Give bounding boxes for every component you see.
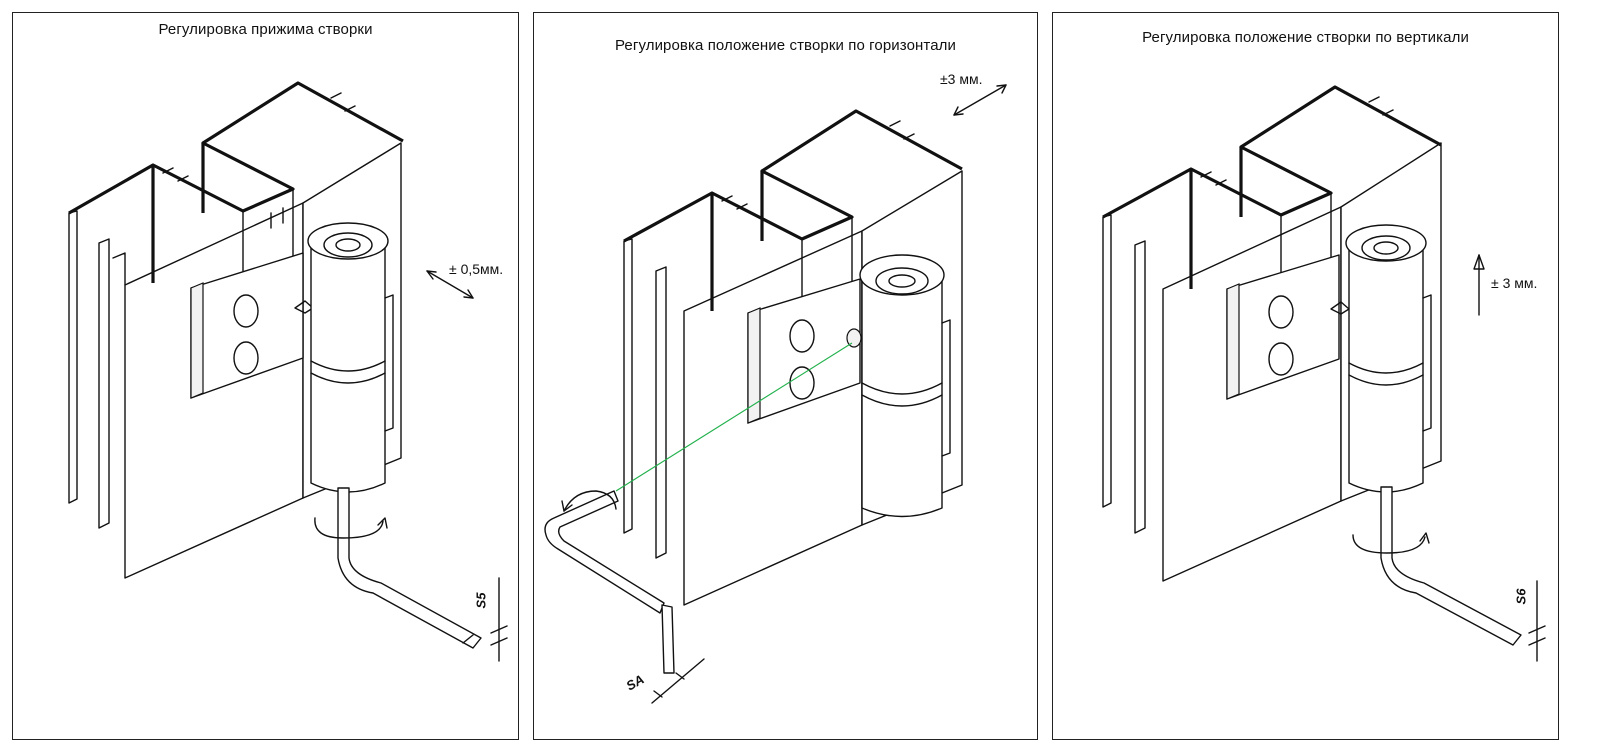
panel-title: Регулировка положение створки по горизон… <box>614 37 956 54</box>
dimension-label: ± 0,5мм. <box>449 261 504 277</box>
hex-key-icon <box>1380 486 1522 646</box>
panel-vertical: Регулировка положение створки по вертика… <box>1052 12 1559 740</box>
panel-horizontal: Регулировка положение створки по горизон… <box>533 12 1038 740</box>
hinge-drawing <box>68 81 508 662</box>
hinge-icon <box>1226 224 1432 493</box>
panel-title: Регулировка положение створки по вертика… <box>1142 29 1469 46</box>
rotation-arrow-icon <box>314 517 388 539</box>
hex-key-icon <box>544 490 675 674</box>
hinge-icon <box>747 254 951 518</box>
up-arrow-icon <box>1473 254 1485 316</box>
hinge-drawing <box>544 84 1007 704</box>
hinge-drawing <box>1102 85 1546 662</box>
panel-title: Регулировка прижима створки <box>158 21 373 38</box>
double-arrow-icon <box>953 84 1007 116</box>
panel-pressure: Регулировка прижима створки ± 0,5мм. S5 <box>12 12 519 740</box>
alignment-line <box>615 342 853 492</box>
double-arrow-icon <box>426 270 474 299</box>
dimension-label: ±3 мм. <box>940 71 983 87</box>
rotation-arrow-icon <box>561 490 617 512</box>
hex-key-icon <box>337 487 482 649</box>
hinge-icon <box>190 222 394 493</box>
rotation-arrow-icon <box>1352 532 1430 554</box>
dimension-label: ± 3 мм. <box>1491 275 1538 291</box>
